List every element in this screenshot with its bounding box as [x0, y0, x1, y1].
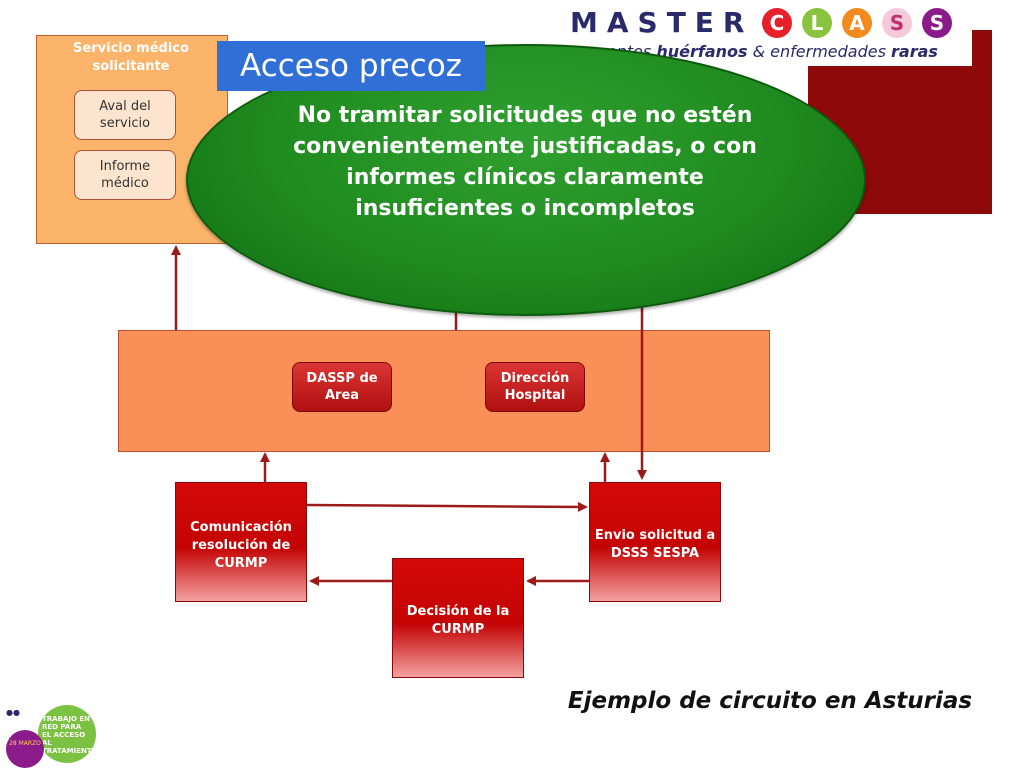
date-badge: 28 MARZO	[6, 730, 44, 768]
envio-solicitud-box: Envio solicitud a DSSS SESPA	[589, 482, 721, 602]
decision-label: Decisión de la CURMP	[406, 604, 510, 637]
footer-caption: Ejemplo de circuito en Asturias	[567, 688, 973, 714]
requester-title: Servicio médico solicitante	[73, 41, 189, 74]
envio-label: Envio solicitud a DSSS SESPA	[594, 528, 716, 561]
logo-letter-s2: S	[922, 8, 952, 38]
informe-medico-box: Informe médico	[74, 150, 176, 200]
logo-letter-a: A	[842, 8, 872, 38]
logo-letter-s: S	[882, 8, 912, 38]
page-title: Acceso precoz	[217, 41, 485, 91]
decision-curmp-box: Decisión de la CURMP	[392, 558, 524, 678]
logo-letter-l: L	[802, 8, 832, 38]
small-logo-icon: ●●	[6, 708, 20, 717]
aval-servicio-box: Aval del servicio	[74, 90, 176, 140]
trabajo-en-red-badge: TRABAJO EN RED PARA EL ACCESO AL TRATAMI…	[38, 705, 98, 763]
dassp-area-node: DASSP de Area	[292, 362, 392, 412]
arrow-comunicacion-to-envio	[306, 501, 588, 512]
direccion-hospital-node: Dirección Hospital	[485, 362, 585, 412]
masterclass-logo-text: MASTER	[570, 6, 754, 39]
logo-letter-c: C	[762, 8, 792, 38]
warning-text: No tramitar solicitudes que no estén con…	[293, 103, 757, 221]
comunicacion-label: Comunicación resolución de CURMP	[190, 520, 292, 571]
intermediate-band	[118, 330, 770, 452]
comunicacion-resolucion-box: Comunicación resolución de CURMP	[175, 482, 307, 602]
